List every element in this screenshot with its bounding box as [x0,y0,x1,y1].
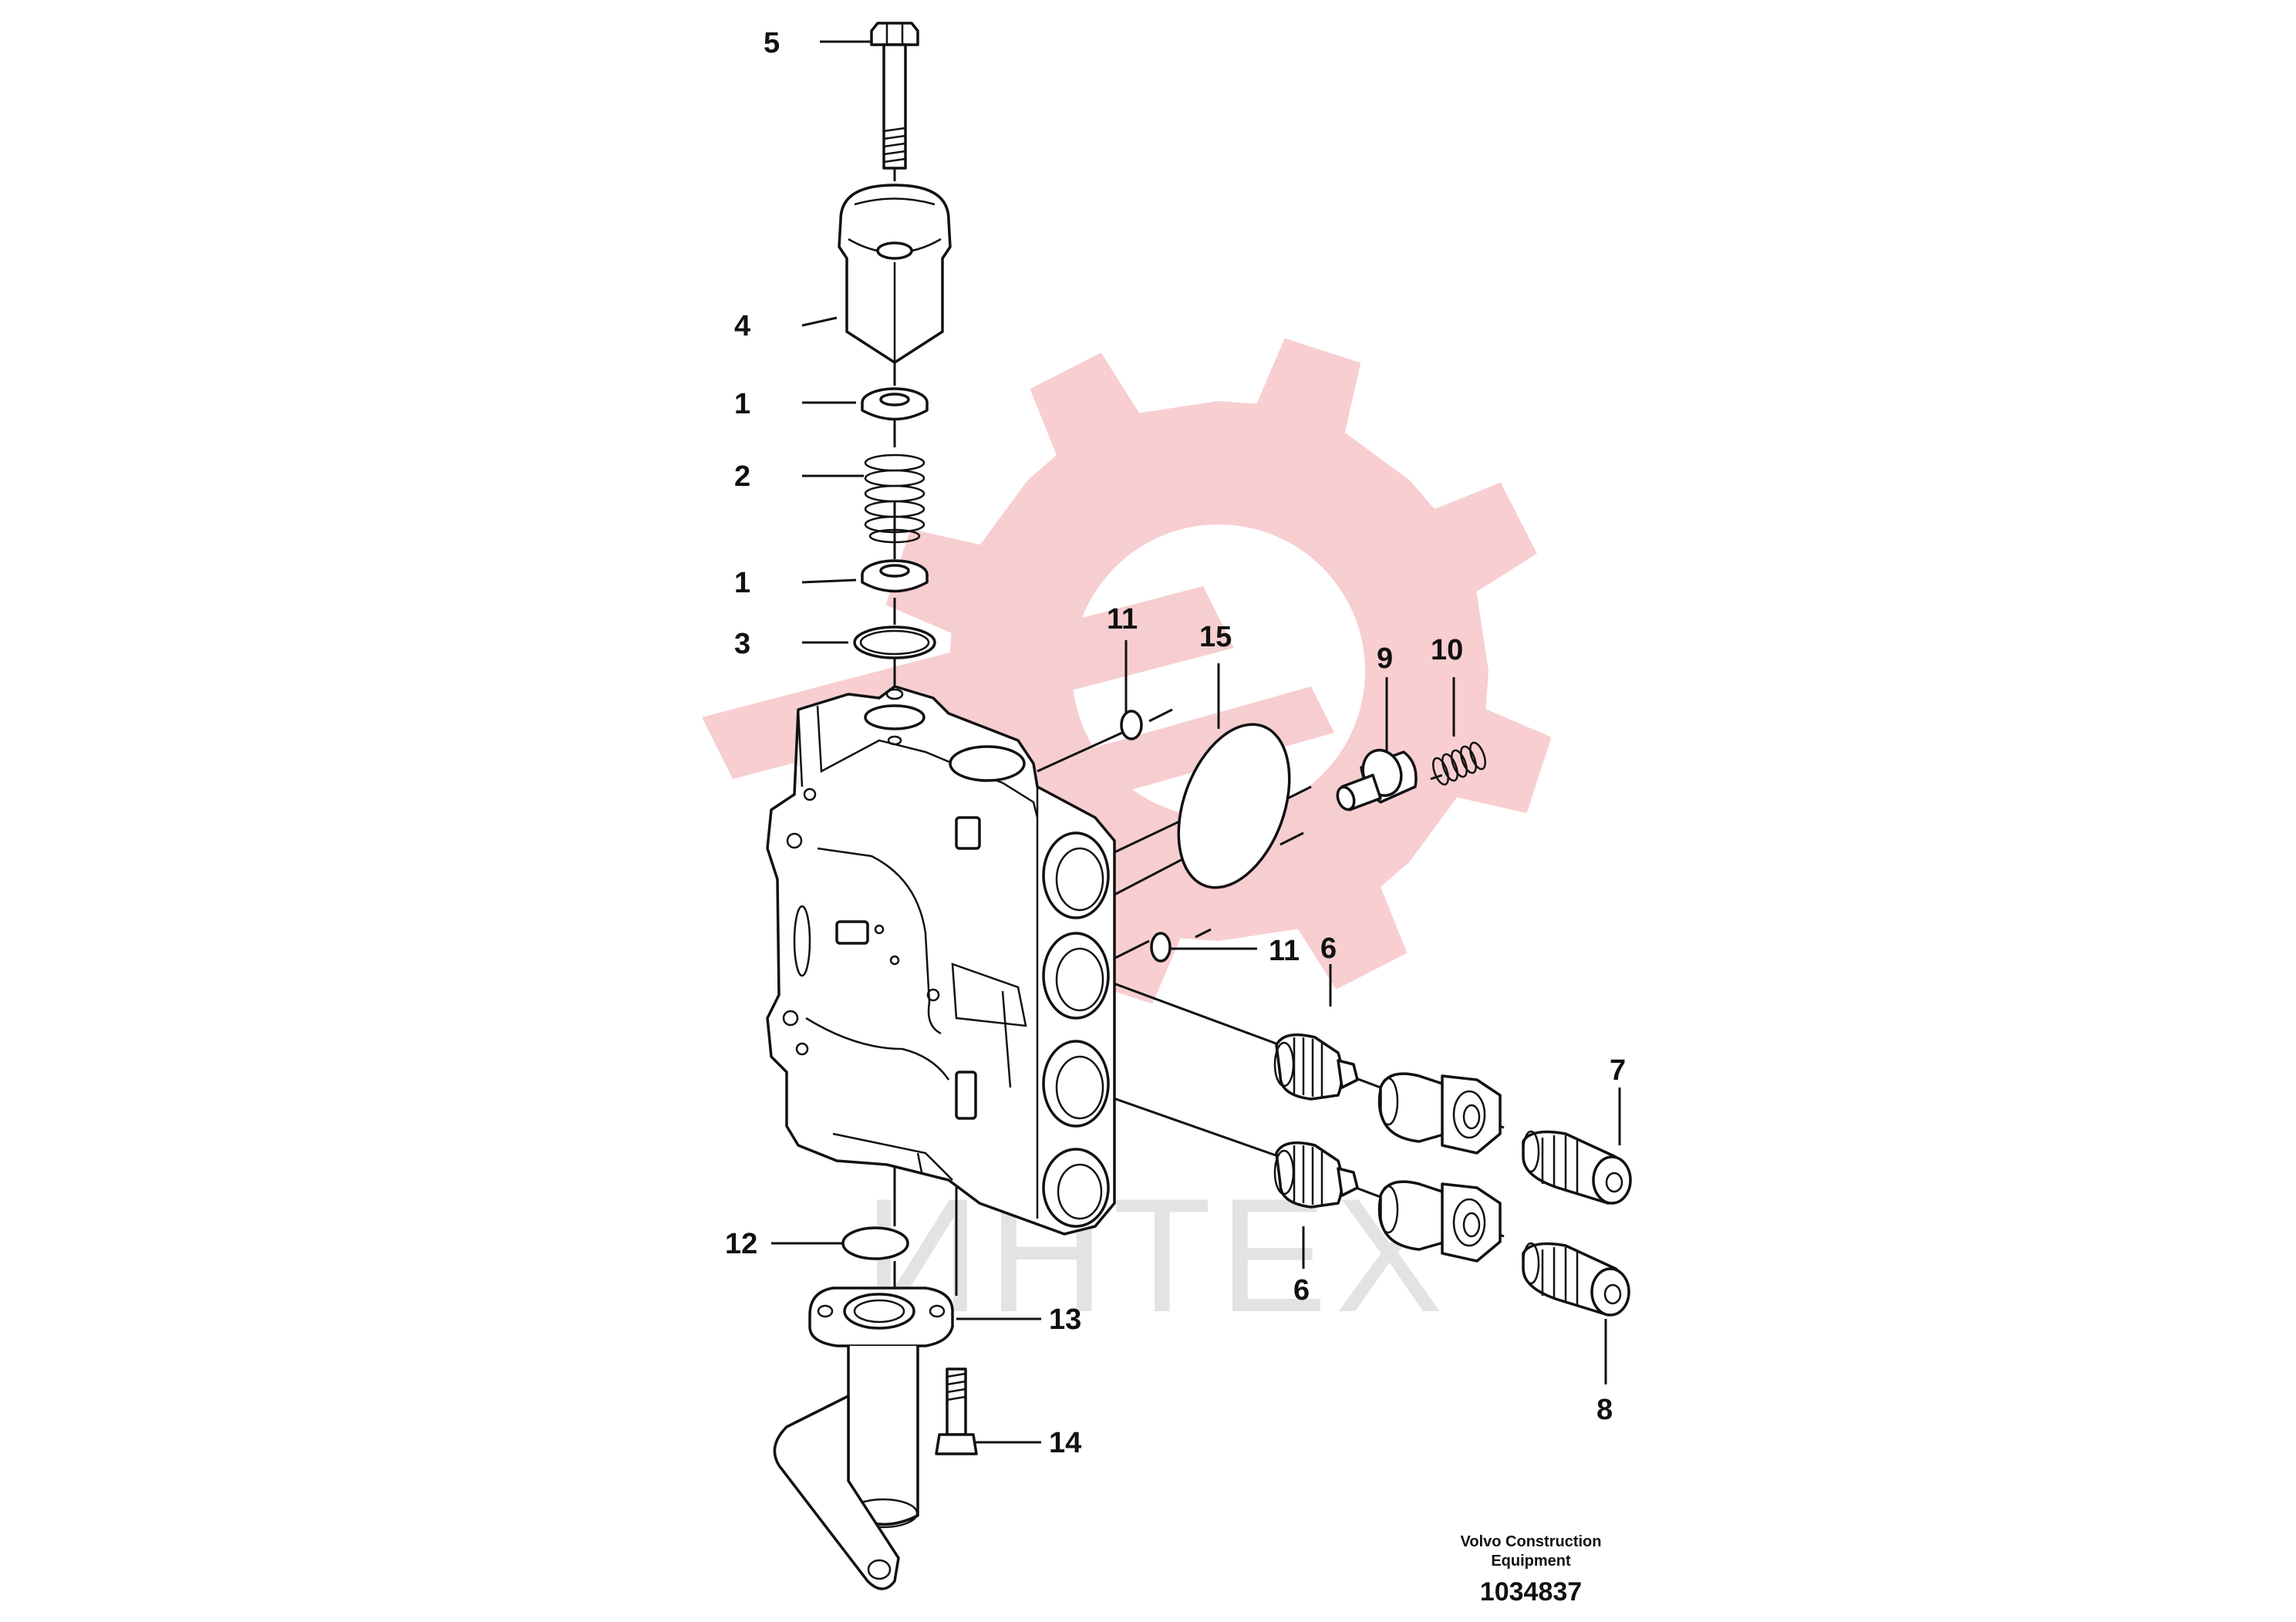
callout-9: 9 [1377,642,1393,675]
callout-10: 10 [1431,634,1463,666]
callout-13: 13 [1049,1303,1081,1336]
part-cap [838,184,952,364]
callout-4: 4 [734,310,750,342]
footer-company-line2: Equipment [1491,1553,1571,1570]
part-large-oring [1177,723,1291,889]
body-port-1 [1042,831,1110,919]
callout-3: 3 [734,628,750,660]
part-flange-elbow [773,1286,954,1590]
callout-6-lower: 6 [1293,1274,1310,1307]
watermark-text: ИНТЕХ [864,1165,1451,1346]
part-oring-lower [841,1226,909,1260]
part-washer-lower [861,559,929,593]
part-bolt-top [870,22,919,170]
part-plug-lower [1377,1180,1502,1263]
part-washer-upper [861,387,929,421]
footer-drawing-number: 1034837 [1480,1577,1582,1607]
body-port-2 [1042,932,1110,1020]
valve-body [766,685,1116,1236]
callout-14: 14 [1049,1427,1081,1459]
part-plug-upper [1377,1072,1502,1155]
callout-7: 7 [1610,1054,1626,1087]
callout-11-lower: 11 [1269,935,1300,967]
callout-1-lower: 1 [734,567,750,599]
part-bolt-bottom [935,1367,978,1455]
part-small-spring [1432,741,1486,786]
body-port-4 [1042,1148,1110,1228]
part-plunger [1336,748,1418,811]
callout-12: 12 [725,1228,757,1260]
part-spring [864,454,925,544]
callout-labels: 5 4 1 2 1 3 11 15 9 10 11 6 7 6 8 12 13 … [725,27,1626,1459]
footer-block: Volvo Construction Equipment 1034837 [1461,1533,1602,1607]
part-poppet-lower [1273,1141,1359,1209]
part-small-oring-upper [1120,710,1143,740]
callout-15: 15 [1199,621,1232,653]
body-port-3 [1042,1040,1110,1128]
callout-6-upper: 6 [1320,932,1337,965]
part-screw-lower [1522,1242,1630,1317]
callout-2: 2 [734,460,750,493]
callout-8: 8 [1596,1394,1613,1426]
callout-1-upper: 1 [734,388,750,420]
footer-company-line1: Volvo Construction [1461,1533,1602,1550]
part-poppet-upper [1273,1033,1359,1101]
part-oring-upper [853,626,936,659]
part-small-oring-lower [1150,932,1172,963]
callout-11-upper: 11 [1107,603,1138,636]
part-screw-upper [1522,1130,1632,1205]
callout-5: 5 [764,27,780,59]
